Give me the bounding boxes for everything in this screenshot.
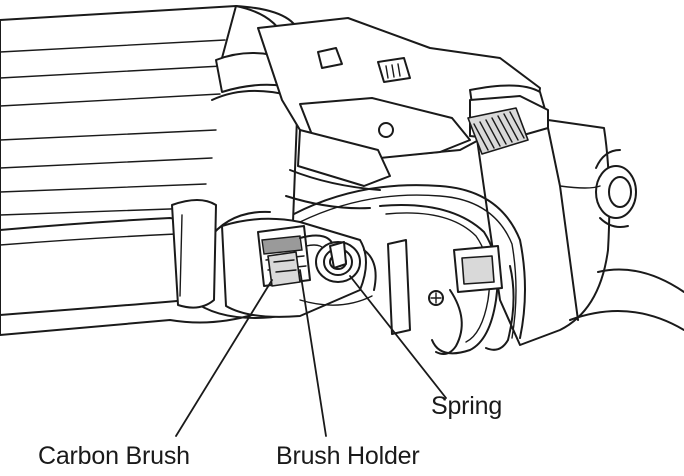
carbon-brush-leader	[175, 279, 273, 437]
brush-holder-assembly	[221, 217, 377, 318]
terminal-block	[387, 239, 503, 335]
carbon-brush	[267, 251, 301, 287]
internal-wires	[293, 184, 526, 355]
spring-leader	[349, 275, 447, 399]
brush-holder-leader	[299, 269, 327, 437]
brush-holder-label: Brush Holder	[276, 442, 420, 470]
spring	[315, 241, 361, 283]
carbon-brush-label: Carbon Brush	[38, 442, 190, 470]
power-cord	[569, 268, 684, 331]
leader-lines	[175, 269, 447, 437]
rear-housing	[467, 84, 637, 346]
spring-label: Spring	[431, 392, 503, 420]
